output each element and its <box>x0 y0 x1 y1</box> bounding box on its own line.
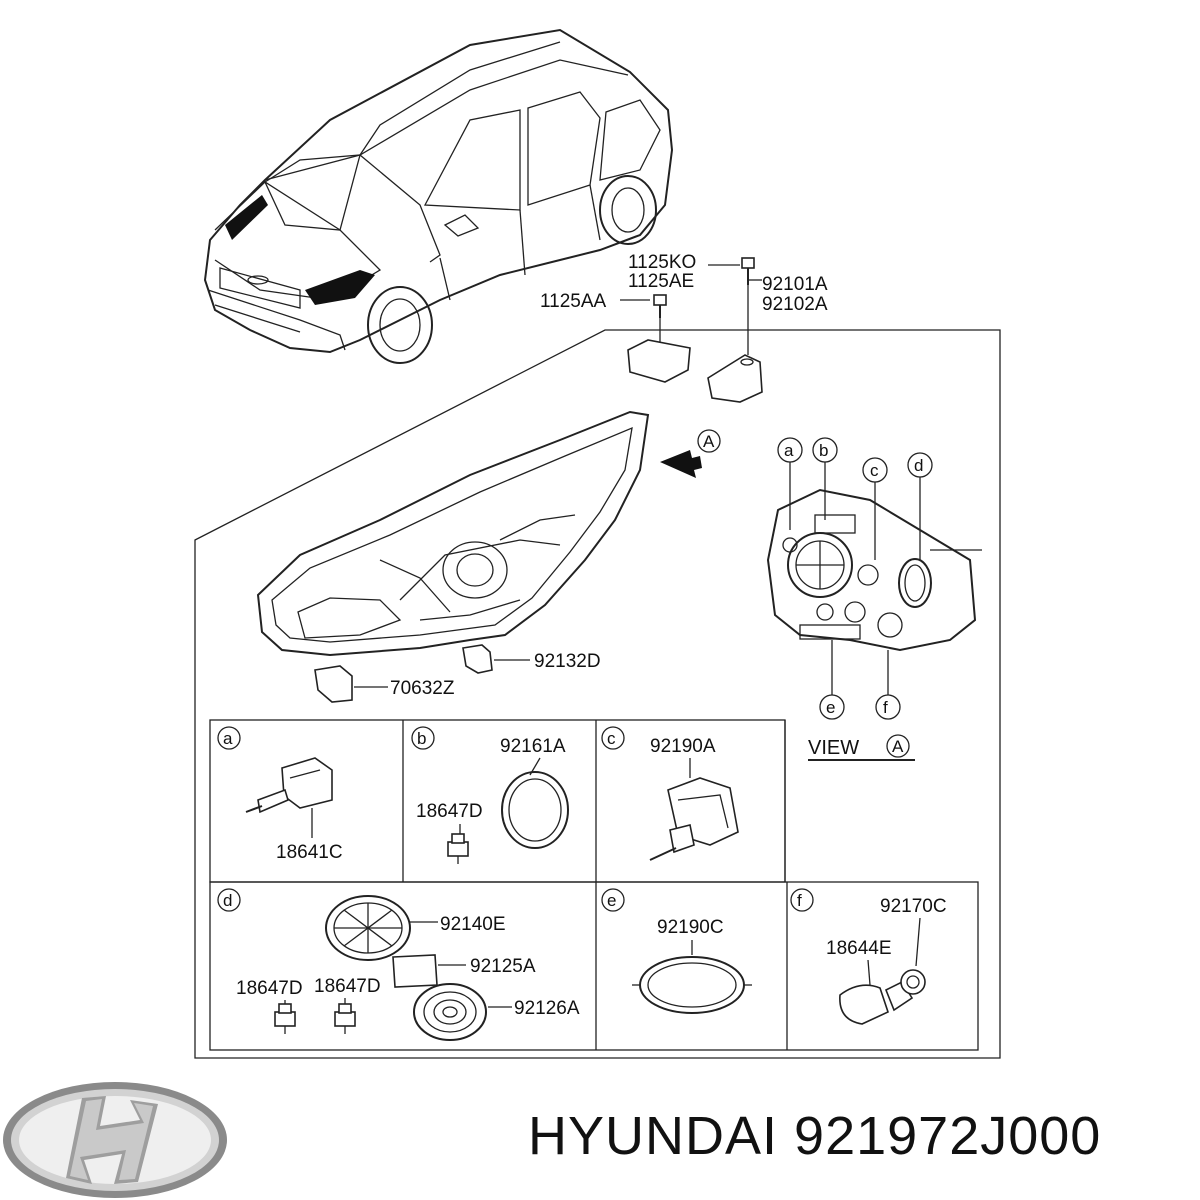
label-92125A: 92125A <box>470 956 536 977</box>
panel-f: f 92170C 18644E <box>790 888 947 1025</box>
panel-letter: b <box>417 729 426 748</box>
view-label: VIEW <box>808 737 859 759</box>
assembly-frame <box>194 329 1001 1059</box>
view-label-marker: A <box>892 737 904 756</box>
label-70632Z: 70632Z <box>390 678 455 699</box>
o-ring-icon <box>632 956 752 1014</box>
label-92132D: 92132D <box>534 651 601 672</box>
label-92190A: 92190A <box>650 736 716 757</box>
view-circle-c: c <box>870 461 879 480</box>
panel-b: b 92161A 18647D <box>411 726 569 864</box>
dust-cover-icon <box>325 895 411 961</box>
view-circle-e: e <box>826 698 835 717</box>
bulb-socket-icon <box>839 969 926 1025</box>
label-18641C: 18641C <box>276 842 343 863</box>
panel-letter: a <box>223 729 233 748</box>
panel-c: c 92190A <box>601 726 739 861</box>
small-bulb-icon <box>447 833 469 864</box>
view-circle-d: d <box>914 456 923 475</box>
gasket-icon <box>392 954 438 988</box>
detail-panels-grid <box>209 719 979 1051</box>
panel-a: a 18641C <box>217 726 343 863</box>
view-arrow-a: A <box>660 429 721 478</box>
small-bulb-icon <box>334 1003 356 1034</box>
seal-ring-icon <box>501 771 569 849</box>
panel-letter: e <box>607 891 616 910</box>
bolt-icon <box>653 294 667 345</box>
view-circle-f: f <box>883 698 888 717</box>
cover-cap-icon <box>413 983 487 1041</box>
label-92101A: 92101A <box>762 274 828 295</box>
small-bulb-icon <box>274 1003 296 1034</box>
label-18647D-1: 18647D <box>236 978 303 999</box>
clip-92132d: 92132D <box>462 644 601 674</box>
label-18647D: 18647D <box>416 801 483 822</box>
panel-letter: d <box>223 891 232 910</box>
bolt-icon <box>741 257 755 355</box>
view-a-rear-lamp: a b c d e f VIEW A <box>766 437 982 761</box>
panel-letter: c <box>607 729 616 748</box>
car-illustration <box>203 28 674 364</box>
label-92170C: 92170C <box>880 896 947 917</box>
label-92102A: 92102A <box>762 294 828 315</box>
view-marker-label: A <box>703 432 715 451</box>
brand-name: HYUNDAI <box>528 1106 779 1166</box>
hid-bulb-icon <box>245 757 333 814</box>
view-circle-a: a <box>784 441 794 460</box>
part-number: 921972J000 <box>794 1106 1102 1166</box>
bracket-block <box>707 354 763 403</box>
panel-letter: f <box>797 891 802 910</box>
label-92190C: 92190C <box>657 917 724 938</box>
label-1125AA: 1125AA <box>540 291 607 312</box>
label-18644E: 18644E <box>826 938 892 959</box>
clip-70632z: 70632Z <box>314 665 455 703</box>
label-18647D-2: 18647D <box>314 976 381 997</box>
label-1125KO: 1125KO <box>628 252 696 273</box>
headlamp-assembly <box>256 410 650 657</box>
actuator-icon <box>649 777 739 861</box>
label-92140E: 92140E <box>440 914 506 935</box>
bolt-group: 1125KO 1125AE 1125AA 92101A 92102A <box>540 252 828 403</box>
hyundai-logo <box>3 1082 227 1198</box>
brand-part-title: HYUNDAI 921972J000 <box>528 1105 1101 1167</box>
panel-e: e 92190C <box>601 888 752 1014</box>
view-circle-b: b <box>819 441 828 460</box>
label-1125AE: 1125AE <box>628 271 694 292</box>
label-92126A: 92126A <box>514 998 580 1019</box>
label-92161A: 92161A <box>500 736 566 757</box>
bracket-plate <box>627 339 691 383</box>
panel-d: d 92140E 92125A 18647D 18647D <box>217 888 580 1041</box>
